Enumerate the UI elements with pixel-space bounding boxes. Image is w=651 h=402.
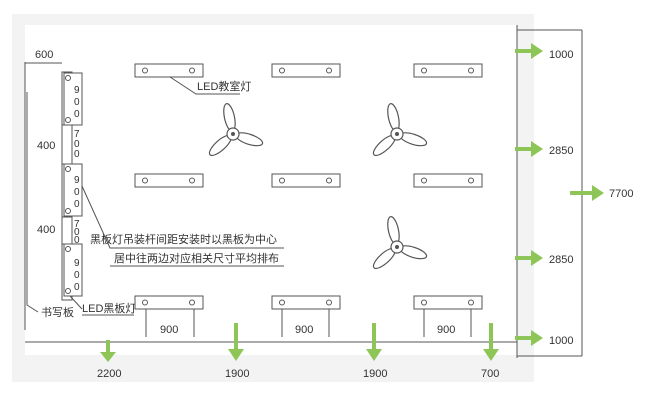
note-line-1: 黑板灯吊装杆间距安装时以黑板为中心: [90, 232, 277, 246]
note-leader: [81, 185, 284, 249]
svg-text:0: 0: [74, 109, 80, 120]
svg-text:0: 0: [74, 199, 80, 210]
svg-text:0: 0: [74, 139, 80, 150]
svg-text:0: 0: [74, 227, 80, 238]
classroom-lamp: [134, 63, 204, 78]
arrow-down-icon: [100, 340, 116, 362]
left-dim-2: 7 0 0: [74, 129, 80, 160]
note-line-2: 居中往两边对应相关尺寸平均排布: [114, 251, 279, 265]
left-dim-5: 9 0 0: [74, 258, 80, 293]
dim-right-total: 7700: [609, 188, 633, 200]
svg-text:9: 9: [74, 175, 80, 186]
classroom-lamp: [413, 63, 483, 78]
arrow-right-icon: [515, 250, 543, 266]
svg-text:0: 0: [74, 270, 80, 281]
ceiling-fan-icon: [208, 103, 264, 157]
lamp-spacing-label: 900: [437, 324, 455, 336]
classroom-lamp: [134, 295, 204, 310]
classroom-lamp-label: LED教室灯: [197, 79, 251, 93]
classroom-lamp: [271, 63, 341, 78]
blackboard-lamp-3: [63, 243, 83, 297]
svg-text:7: 7: [74, 219, 80, 230]
svg-text:9: 9: [74, 258, 80, 269]
classroom-lamp-leader: [169, 76, 240, 95]
svg-text:0: 0: [74, 149, 80, 160]
ceiling-fan-icon: [372, 103, 428, 157]
writing-board-leader: [26, 92, 39, 313]
left-dim-4: 7 0 0: [74, 219, 80, 246]
dim-top-left: 600: [35, 49, 53, 61]
svg-text:9: 9: [74, 85, 80, 96]
lamp-spacing-label: 900: [295, 324, 313, 336]
arrow-right-icon: [515, 330, 543, 346]
arrow-down-icon: [483, 323, 499, 361]
arrow-down-icon: [366, 323, 382, 361]
svg-text:0: 0: [74, 97, 80, 108]
classroom-lamp: [413, 173, 483, 188]
blackboard-lamp-leader: [69, 295, 83, 310]
dim-right-2: 2850: [549, 145, 573, 157]
writing-board-label: 书写板: [41, 305, 74, 319]
dim-right-3: 2850: [549, 254, 573, 266]
blackboard-lamp-1: [63, 72, 83, 126]
blackboard-lamp-2: [63, 163, 83, 217]
dim-left-gap-b: 400: [37, 224, 55, 236]
lamp-spacing-2: [281, 309, 330, 337]
classroom-lamp: [271, 295, 341, 310]
svg-text:0: 0: [74, 187, 80, 198]
dim-right-4: 1000: [549, 335, 573, 347]
lamp-spacing-3: [423, 309, 472, 337]
dim-bottom-3: 1900: [363, 368, 387, 380]
svg-text:7: 7: [74, 129, 80, 140]
arrow-right-icon: [515, 43, 543, 59]
dim-bottom-2: 1900: [225, 368, 249, 380]
dim-left-gap-a: 400: [37, 140, 55, 152]
lamp-spacing-1: [145, 309, 195, 337]
svg-text:0: 0: [74, 282, 80, 293]
blackboard-lamp-label: LED黑板灯: [82, 301, 136, 315]
left-dim-3: 9 0 0: [74, 175, 80, 210]
dim-right-1: 1000: [549, 49, 573, 61]
ceiling-fan-icon: [372, 216, 428, 270]
arrow-down-icon: [228, 323, 244, 361]
classroom-lamp: [413, 295, 483, 310]
lamp-spacing-label: 900: [160, 324, 178, 336]
arrow-right-icon: [570, 185, 604, 201]
svg-text:0: 0: [74, 235, 80, 246]
dim-bottom-1: 2200: [97, 368, 121, 380]
arrow-right-icon: [515, 141, 543, 157]
left-dim-1: 9 0 0: [74, 85, 80, 120]
dim-bottom-4: 700: [481, 368, 499, 380]
classroom-lamp: [271, 173, 341, 188]
classroom-lamp: [134, 173, 204, 188]
